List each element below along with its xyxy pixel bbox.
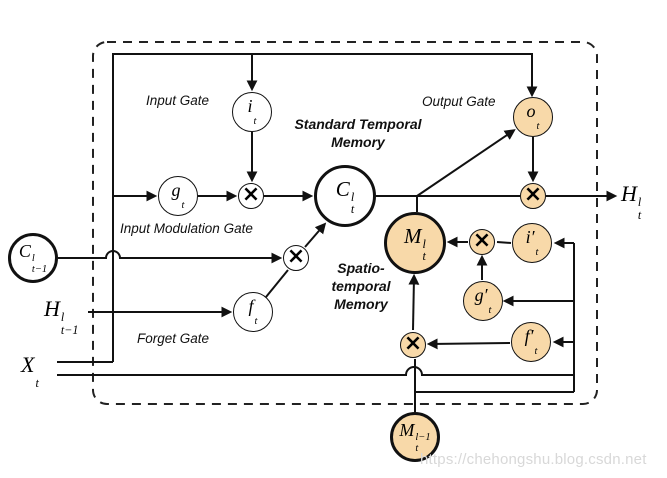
edge-forget-gate-to-multiply xyxy=(265,269,289,298)
sub: t xyxy=(488,305,492,317)
sub: t xyxy=(350,202,355,217)
var: g xyxy=(171,180,181,201)
var: i′ xyxy=(525,227,535,248)
sub: t xyxy=(535,247,539,259)
var: o xyxy=(526,101,536,122)
edge-input-x-to-spatiotemporal-bus xyxy=(57,366,574,376)
sub: t xyxy=(181,200,185,212)
sup: l xyxy=(31,253,35,265)
multiply-icon: × xyxy=(283,245,309,271)
var: C xyxy=(18,240,31,261)
edge-memory-to-output-gate xyxy=(416,129,516,197)
sub: t xyxy=(422,249,426,264)
sup: l xyxy=(422,237,426,252)
multiply-icon: × xyxy=(400,332,426,358)
node-input-gate-prime: i′t xyxy=(512,223,552,263)
edge-input-prime-to-multiply xyxy=(496,241,512,244)
sub: t xyxy=(35,376,39,391)
watermark: https://chehongshu.blog.csdn.net xyxy=(420,451,647,468)
var: M xyxy=(404,223,422,248)
sub: t xyxy=(637,207,642,222)
label-standard-temporal-memory: Standard Temporal Memory xyxy=(294,116,422,150)
var: M xyxy=(399,419,415,440)
multiply-icon: × xyxy=(520,183,546,209)
var: f′ xyxy=(524,326,534,347)
var: H xyxy=(44,296,60,321)
edge-input-bus-to-output-gate xyxy=(112,53,538,362)
var: H xyxy=(621,181,637,206)
node-modulation-gate-prime: g′t xyxy=(463,281,503,321)
input-gate-prime-label: i′t xyxy=(526,227,539,258)
var: f xyxy=(248,296,254,317)
label-input-modulation-gate: Input Modulation Gate xyxy=(120,221,253,236)
sub: t xyxy=(254,316,258,328)
label-forget-gate: Forget Gate xyxy=(137,331,210,346)
multiply-icon: × xyxy=(469,229,495,255)
edge-prev-cell-to-forget-multiply xyxy=(58,250,283,264)
sup: l xyxy=(60,310,65,325)
var: X xyxy=(21,352,35,377)
edge-forget-multiply-to-temporal-memory xyxy=(304,222,327,248)
sub: t xyxy=(415,442,419,454)
label-input-gate: Input Gate xyxy=(146,93,210,108)
label-spatio-temporal-memory: Spatio- temporal Memory xyxy=(331,260,391,312)
sup: l xyxy=(637,195,642,210)
var: g′ xyxy=(474,285,488,306)
sub: t xyxy=(536,121,540,133)
node-forget-gate-prime: f′t xyxy=(511,322,551,362)
sup: l−1 xyxy=(415,432,431,444)
var: i xyxy=(247,96,253,117)
sub: t−1 xyxy=(31,263,48,275)
forget-gate-prime-label: f′t xyxy=(525,326,538,357)
sup: l xyxy=(350,190,355,205)
edge-forget-prime-to-multiply xyxy=(426,338,511,350)
sub: t xyxy=(534,346,538,358)
modulation-gate-prime-label: g′t xyxy=(475,285,492,316)
var: C xyxy=(335,176,350,201)
sub: t−1 xyxy=(60,322,79,337)
multiply-icon: × xyxy=(238,183,264,209)
label-output-gate: Output Gate xyxy=(422,94,496,109)
sub: t xyxy=(253,116,257,128)
edge-multiply-to-spatiotemporal-memory xyxy=(408,273,420,331)
cell-boundary-dashed-box xyxy=(92,41,598,405)
